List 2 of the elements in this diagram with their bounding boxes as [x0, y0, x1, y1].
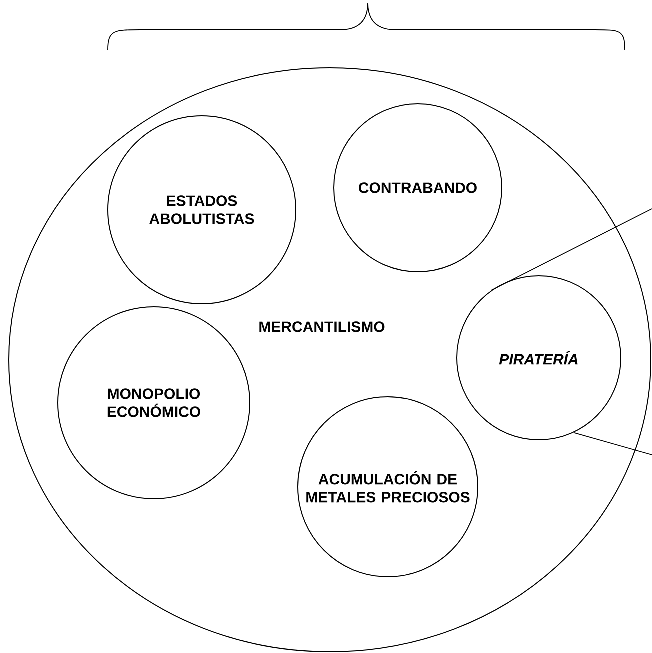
leader-line	[491, 208, 652, 291]
leader-line	[573, 432, 652, 456]
